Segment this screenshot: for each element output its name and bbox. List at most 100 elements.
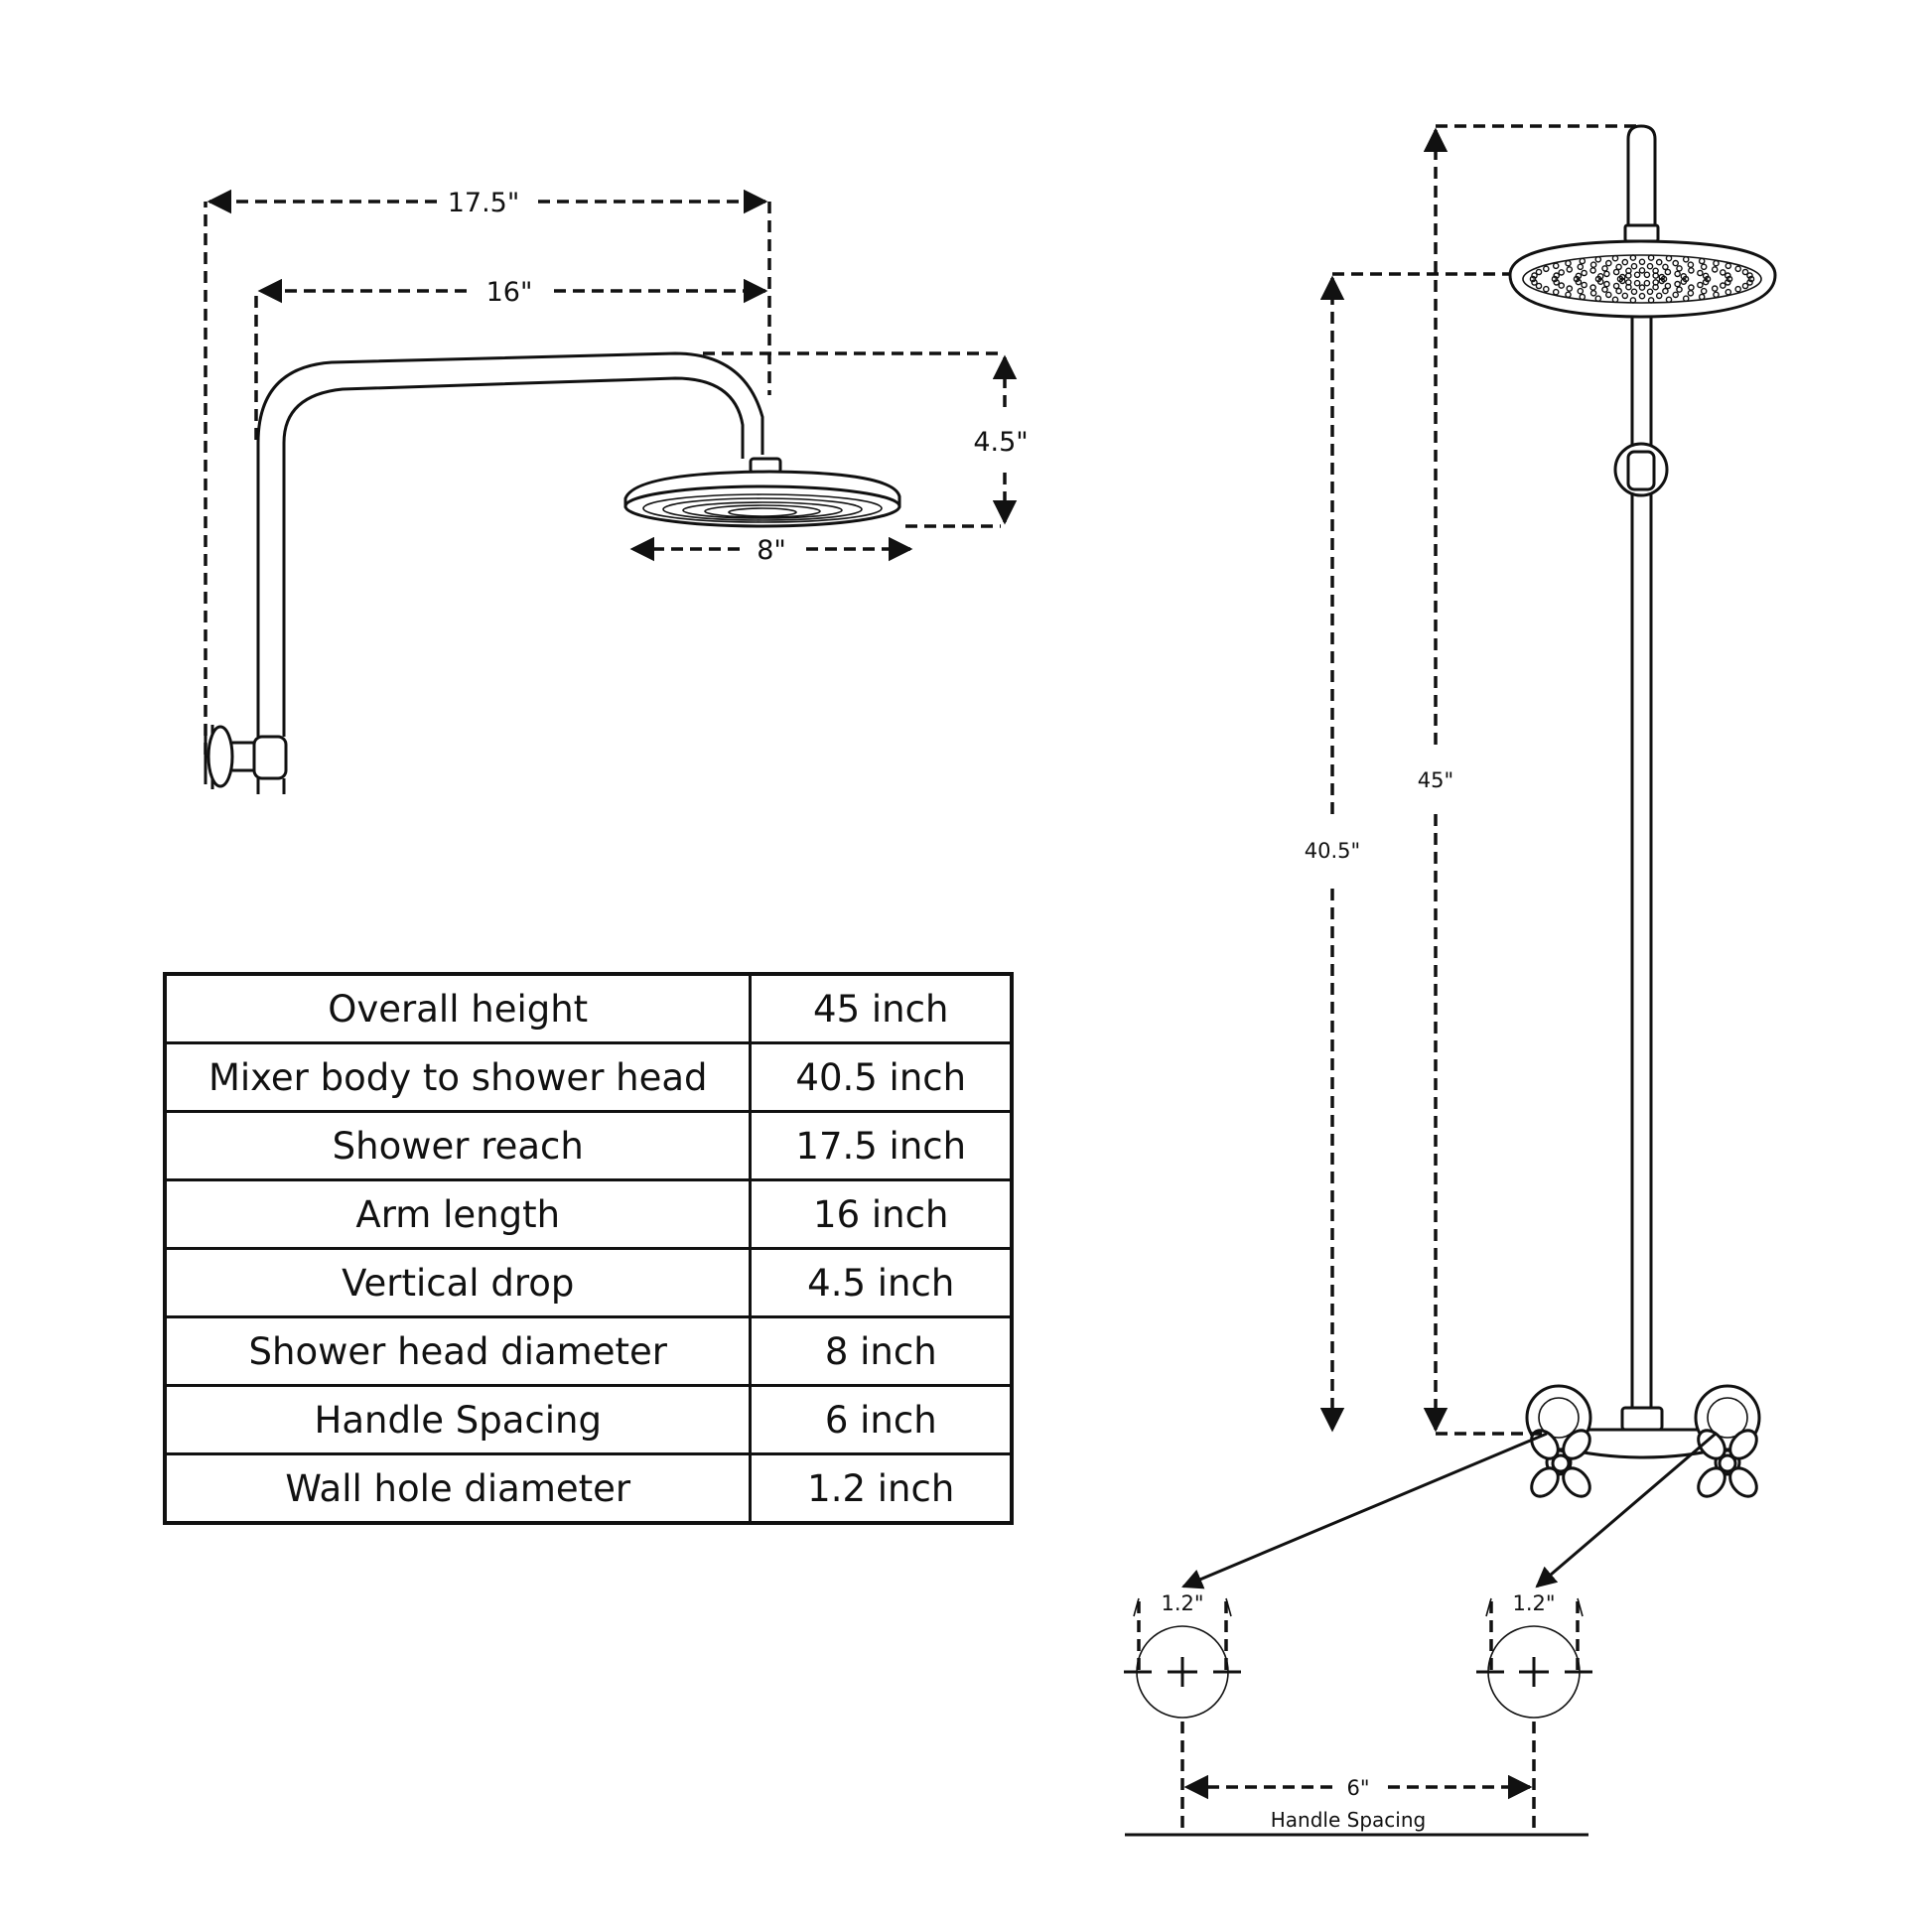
nozzle-dot	[1629, 297, 1637, 304]
nozzle-dot	[1566, 266, 1574, 273]
nozzle-dot	[1594, 255, 1602, 263]
nozzle-dot	[1612, 282, 1620, 290]
spec-value: 40.5 inch	[749, 1041, 1014, 1113]
nozzle-dot	[1700, 287, 1708, 295]
spec-value: 6 inch	[749, 1384, 1014, 1455]
wall-bracket	[1613, 442, 1669, 497]
nozzle-dot	[1630, 288, 1638, 296]
nozzle-dot	[1658, 277, 1666, 285]
nozzle-dot	[1643, 279, 1651, 287]
nozzle-dot	[1698, 293, 1706, 301]
spec-value: 8 inch	[749, 1315, 1014, 1387]
spec-value: 45 inch	[749, 972, 1014, 1044]
riser-pipe	[256, 443, 286, 794]
nozzle-dot	[1605, 291, 1612, 299]
top-bend-pipe	[1626, 124, 1657, 225]
nozzle-dot	[1629, 254, 1637, 261]
nozzle-dot	[1713, 259, 1720, 267]
spec-label: Wall hole diameter	[163, 1452, 753, 1525]
spec-label: Mixer body to shower head	[163, 1041, 753, 1113]
head-diameter-dimension-label: 8"	[757, 535, 786, 566]
nozzle-dot	[1702, 272, 1710, 280]
nozzle-dot	[1535, 268, 1543, 276]
spec-label: Shower reach	[163, 1110, 753, 1181]
reach-dimension-label: 17.5"	[448, 188, 520, 218]
spec-value: 4.5 inch	[749, 1247, 1014, 1318]
nozzle-dot	[1611, 254, 1619, 262]
reach-dimension: 17.5"	[204, 188, 771, 755]
nozzle-dot	[1662, 263, 1669, 271]
nozzle-dot	[1543, 285, 1550, 293]
wall-hole-layout: 1.2" 1.2" 6" Handle Spacing	[1124, 1591, 1592, 1837]
nozzle-dot	[1713, 291, 1720, 299]
wall-flange	[204, 725, 288, 789]
left-wall-hole: 1.2"	[1124, 1591, 1241, 1719]
overall-height-dimension: 45"	[1418, 124, 1636, 1436]
nozzle-dot	[1674, 270, 1681, 278]
nozzle-dot	[1589, 289, 1597, 297]
spec-value: 17.5 inch	[749, 1110, 1014, 1181]
nozzle-dot	[1603, 280, 1610, 288]
nozzle-dot	[1589, 261, 1597, 269]
nozzle-dot	[1535, 282, 1543, 290]
nozzle-dot	[1558, 282, 1565, 289]
nozzle-dot	[1734, 265, 1741, 273]
nozzle-dot	[1575, 272, 1583, 280]
nozzle-pattern	[1529, 254, 1755, 304]
spec-label: Shower head diameter	[163, 1315, 753, 1387]
handle-spacing-dimension: 6" Handle Spacing	[1180, 1722, 1536, 1835]
nozzle-dot	[1621, 292, 1629, 300]
nozzle-dot	[1615, 287, 1622, 295]
nozzle-dot	[1697, 269, 1704, 277]
nozzle-dot	[1618, 273, 1626, 281]
nozzle-dot	[1687, 289, 1695, 297]
nozzle-dot	[1553, 279, 1560, 286]
nozzle-dot	[1646, 262, 1654, 270]
nozzle-dot	[1594, 295, 1602, 303]
nozzle-dot	[1725, 262, 1732, 270]
nozzle-dot	[1531, 279, 1538, 286]
right-cross-handle	[1697, 1429, 1758, 1498]
nozzle-dot	[1652, 283, 1659, 291]
mixer-to-head-dimension: 40.5"	[1305, 272, 1510, 1433]
nozzle-dot	[1625, 283, 1632, 291]
nozzle-dot	[1746, 272, 1753, 279]
nozzle-dot	[1697, 281, 1704, 289]
nozzle-dot	[1552, 262, 1560, 270]
nozzle-dot	[1662, 287, 1669, 295]
nozzle-dot	[1638, 258, 1646, 266]
nozzle-dot	[1664, 268, 1672, 276]
nozzle-dot	[1577, 287, 1585, 295]
vertical-drop-dimension: 4.5"	[703, 351, 1029, 528]
nozzle-dot	[1633, 271, 1641, 279]
spec-label: Handle Spacing	[163, 1384, 753, 1455]
vertical-drop-dimension-label: 4.5"	[973, 427, 1028, 458]
nozzle-dot	[1665, 296, 1673, 304]
nozzle-dot	[1665, 254, 1673, 262]
spec-value: 16 inch	[749, 1178, 1014, 1250]
nozzle-dot	[1612, 268, 1620, 276]
nozzle-dot	[1674, 280, 1681, 288]
nozzle-dot	[1630, 262, 1638, 270]
nozzle-dot	[1664, 282, 1672, 290]
arm-length-dimension: 16"	[254, 277, 768, 440]
rain-shower-head-side	[623, 470, 901, 528]
right-wall-hole: 1.2"	[1476, 1591, 1592, 1719]
nozzle-dot	[1601, 265, 1608, 272]
arm-view-drawing: 17.5" 16" 4.5" 8"	[204, 188, 1029, 794]
nozzle-dot	[1698, 257, 1706, 265]
nozzle-dot	[1720, 282, 1726, 289]
mixer-to-head-dimension-label: 40.5"	[1305, 839, 1360, 863]
nozzle-dot	[1605, 259, 1612, 267]
arm-length-dimension-label: 16"	[486, 277, 533, 308]
nozzle-dot	[1581, 269, 1587, 277]
nozzle-dot	[1621, 258, 1629, 266]
nozzle-dot	[1725, 279, 1731, 286]
